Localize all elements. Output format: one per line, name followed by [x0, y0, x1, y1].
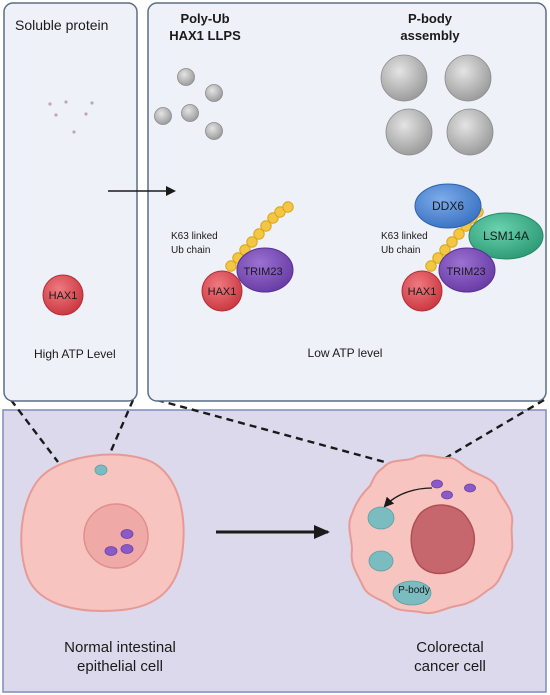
ub-bead — [425, 260, 437, 272]
hax1-label-right: HAX1 — [408, 286, 437, 298]
pbody-cell-label: P-body — [398, 585, 430, 596]
cancer-cell-nucleus — [410, 504, 476, 575]
guide-line-cancer-left — [156, 398, 393, 466]
cancer-cell-caption-line1: Colorectal — [416, 639, 484, 656]
guide-line-cancer-right — [431, 398, 545, 468]
ddx6-label: DDX6 — [432, 199, 464, 213]
trim23-label-right: TRIM23 — [446, 266, 485, 278]
pbody-title-line2: assembly — [400, 28, 460, 43]
normal-cell-caption-line1: Normal intestinal — [64, 639, 176, 656]
hax1-protein-icon — [42, 274, 84, 316]
ub-bead — [453, 228, 465, 240]
soluble-protein-panel — [3, 2, 138, 402]
protein-dot — [54, 113, 58, 117]
hax1-soluble: HAX1 — [42, 274, 84, 316]
protein-dot — [72, 130, 76, 134]
granule — [441, 490, 453, 500]
trim23-label-left: TRIM23 — [243, 266, 282, 278]
normal-cell-caption-line2: epithelial cell — [77, 658, 163, 675]
k63-label-left-line1: K63 linked — [171, 231, 218, 242]
ub-bead — [246, 236, 258, 248]
zoom-guide-lines — [10, 398, 545, 468]
hax1-protein-icon — [401, 270, 443, 312]
cancer-cell-granules — [431, 479, 476, 500]
normal-cell-pbody — [94, 464, 108, 476]
k63-label-right-line1: K63 linked — [381, 231, 428, 242]
llps-droplets — [154, 68, 223, 140]
lsm14a-protein-icon — [468, 212, 544, 260]
normal-cell-nucleus — [83, 503, 149, 569]
ddx6-protein-icon — [414, 183, 482, 229]
ub-bead — [274, 206, 286, 218]
pbody-granule — [368, 550, 394, 572]
hax1-protein-icon — [201, 270, 243, 312]
hax1-soluble-label: HAX1 — [49, 290, 78, 302]
llps-droplet — [154, 107, 172, 125]
protein-dot — [64, 100, 68, 104]
granule — [120, 529, 134, 539]
llps-title-line2: HAX1 LLPS — [169, 28, 241, 43]
pbody-droplet — [444, 54, 492, 102]
pbody-title-line1: P-body — [408, 11, 453, 26]
trim23-protein-icon — [236, 247, 294, 293]
pbody-granule — [392, 580, 432, 606]
llps-title-line1: Poly-Ub — [180, 11, 229, 26]
ub-bead — [253, 228, 265, 240]
hax1-label-left: HAX1 — [208, 286, 237, 298]
k63-label-right-line2: Ub chain — [381, 245, 420, 256]
llps-droplet — [177, 68, 195, 86]
llps-droplet — [181, 104, 199, 122]
cancer-cell: P-body — [348, 454, 514, 615]
granule — [104, 546, 118, 556]
pbody-droplets — [380, 54, 494, 156]
granule — [431, 479, 443, 489]
pbody-droplet — [385, 108, 433, 156]
guide-line-normal-right — [106, 399, 135, 459]
granule — [120, 544, 134, 554]
normal-cell-granules — [104, 529, 134, 556]
granule — [464, 483, 476, 493]
ub-bead — [225, 260, 237, 272]
guide-line-normal-left — [10, 399, 59, 463]
ub-bead — [446, 236, 458, 248]
llps-droplet — [205, 122, 223, 140]
high-atp-label: High ATP Level — [34, 347, 116, 361]
pbody-droplet — [446, 108, 494, 156]
protein-dot — [48, 102, 52, 106]
k63-label-left-line2: Ub chain — [171, 245, 210, 256]
llps-droplet — [205, 84, 223, 102]
ub-bead — [260, 220, 272, 232]
low-atp-label: Low ATP level — [308, 346, 383, 360]
ub-bead — [282, 201, 294, 213]
trim23-protein-icon — [438, 247, 496, 293]
pbody-droplet — [380, 54, 428, 102]
pbody-granule — [367, 506, 395, 530]
cancer-cell-pbodies — [367, 506, 432, 606]
condensation-arrow — [383, 487, 433, 508]
ub-bead — [439, 244, 451, 256]
protein-dot — [84, 112, 88, 116]
soluble-protein-dots — [48, 100, 94, 134]
protein-dot — [90, 101, 94, 105]
normal-cell — [20, 453, 185, 612]
ub-chain-left — [225, 201, 294, 272]
soluble-protein-title: Soluble protein — [15, 17, 108, 33]
lsm14a-label: LSM14A — [483, 229, 529, 243]
llps-panel — [147, 2, 547, 402]
cancer-cell-caption-line2: cancer cell — [414, 658, 486, 675]
